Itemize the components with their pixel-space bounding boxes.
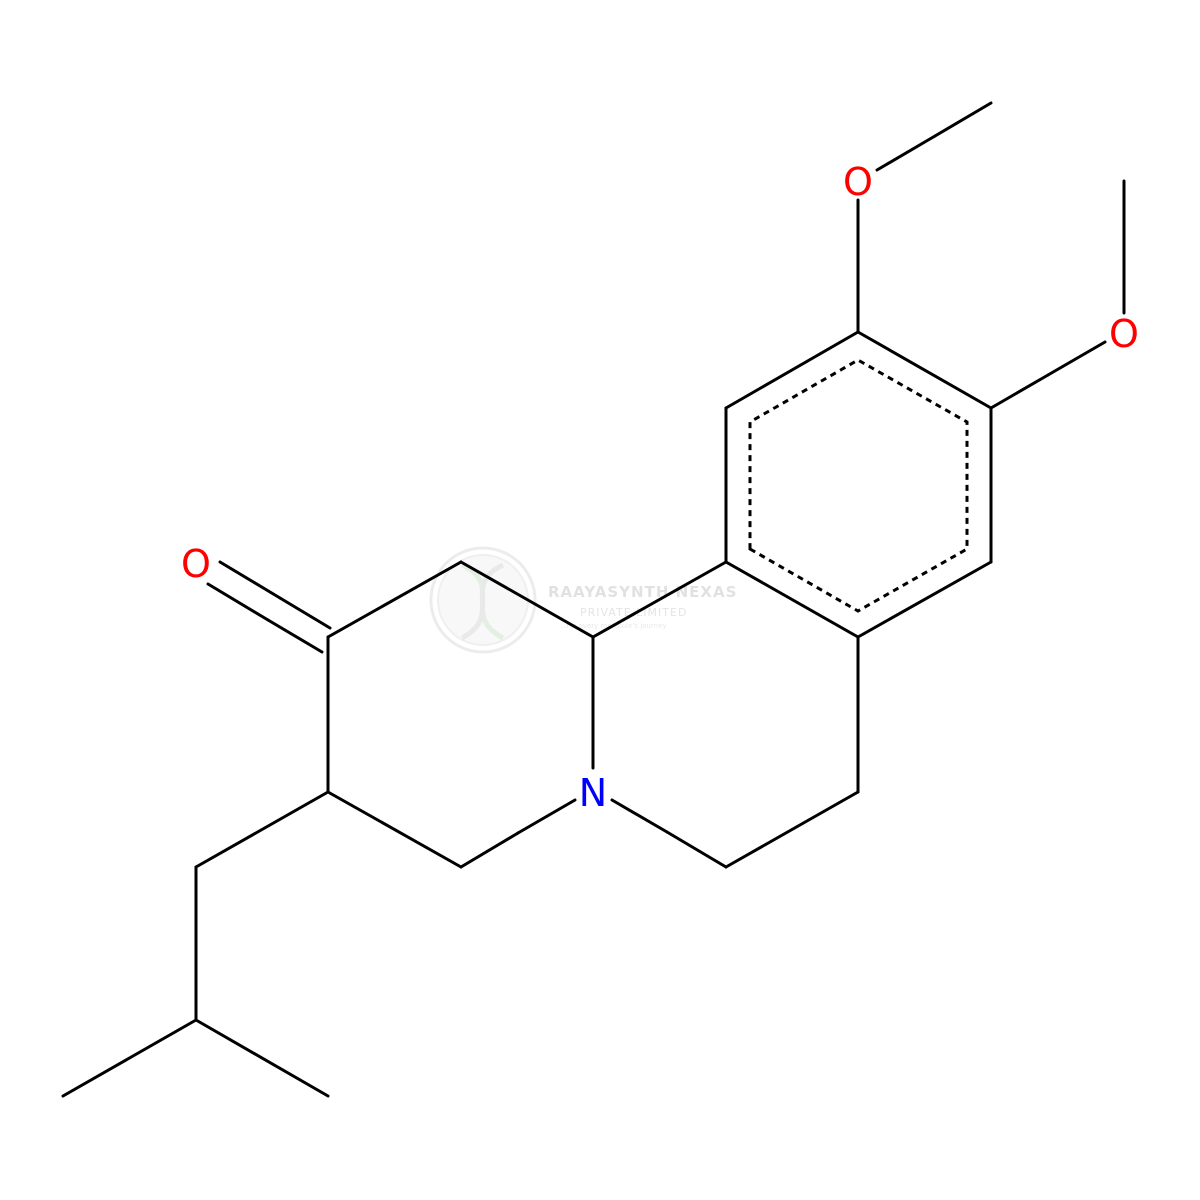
bond-ch-me2 [194, 1018, 330, 1098]
bond-c10-o-red [1046, 340, 1107, 377]
bond-o-me-upper-red [875, 134, 937, 172]
watermark: RAAYASYNTH NEXAS PRIVATE LIMITED ...for … [429, 546, 737, 654]
bond-co-double-a [278, 596, 332, 630]
atom-o-ketone: O [181, 542, 211, 586]
bond-c11b-c11a [591, 560, 728, 639]
bond-c10-o-black [989, 373, 1050, 410]
bond-c1-c11b [459, 560, 595, 639]
bond-c3-ch2 [194, 790, 330, 869]
atom-labels: O O O N [181, 160, 1139, 815]
atom-o-methoxy-right: O [1109, 312, 1139, 356]
bond-ch-me1 [61, 1018, 198, 1098]
bond-co-double-b-red [206, 582, 270, 622]
bond-c6-c7 [724, 790, 860, 869]
bond-co-double-b [266, 618, 324, 654]
bond-n-c6-black [665, 830, 728, 869]
bond-c4-n-black [459, 831, 520, 869]
bond-ar-5 [724, 330, 860, 410]
bond-ar-4 [856, 330, 993, 410]
bond-ar-2 [856, 560, 993, 639]
bond-c2-c1 [326, 560, 463, 639]
bond-n-c6-blue [610, 798, 669, 834]
atom-n-ring: N [579, 771, 607, 815]
watermark-line1: RAAYASYNTH NEXAS [548, 583, 737, 601]
bond-ar-1 [724, 560, 860, 639]
bond-co-double-a-red [218, 560, 282, 600]
atom-o-methoxy-upper: O [843, 160, 873, 204]
bond-c4-n-blue [516, 798, 577, 835]
aromatic-inner-ring [748, 358, 969, 613]
dna-helix-logo-icon [429, 546, 537, 654]
watermark-line2: PRIVATE LIMITED [580, 606, 687, 619]
bond-c3-c4 [326, 790, 463, 869]
bond-o-me-upper-black [933, 101, 993, 138]
bonds [61, 101, 1126, 1098]
